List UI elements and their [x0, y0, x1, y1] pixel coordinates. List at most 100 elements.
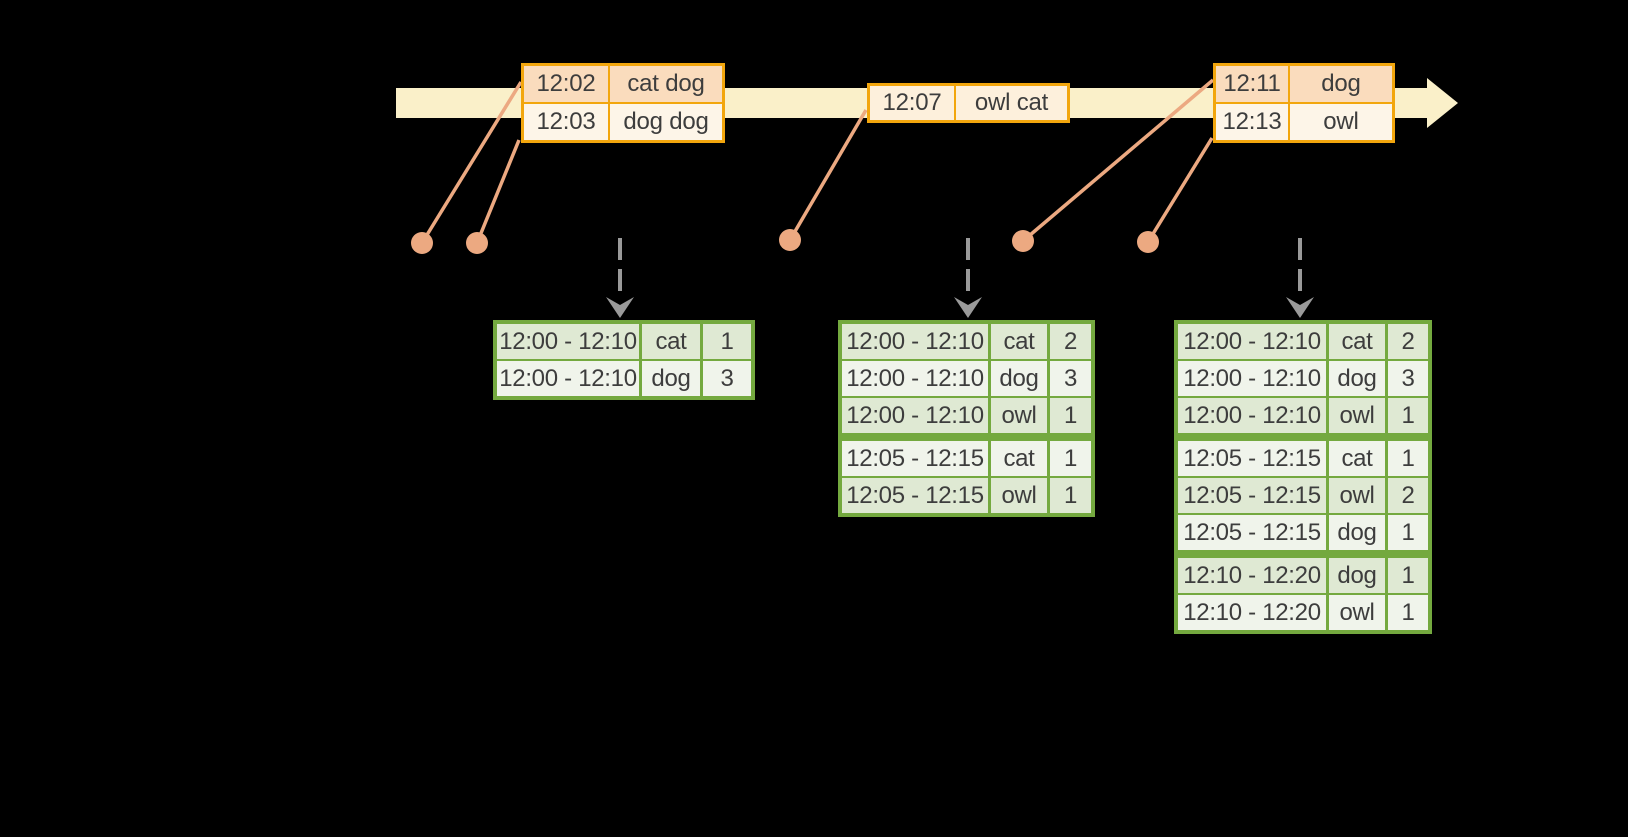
result-row: 12:10 - 12:20 owl 1 [1178, 595, 1428, 630]
event-words-cell: owl cat [956, 86, 1067, 120]
result-row: 12:00 - 12:10 dog 3 [497, 361, 751, 396]
connector-line [1021, 78, 1215, 243]
event-batch-table-3: 12:11 dog 12:13 owl [1213, 63, 1395, 143]
event-row: 12:02 cat dog [524, 66, 722, 102]
arrow-down-icon [1286, 297, 1314, 318]
window-cell: 12:00 - 12:10 [1178, 398, 1326, 433]
count-cell: 3 [1050, 361, 1091, 396]
result-row: 12:00 - 12:10 dog 3 [1178, 361, 1428, 396]
result-row: 12:00 - 12:10 owl 1 [842, 398, 1091, 433]
count-cell: 1 [1388, 595, 1428, 630]
window-cell: 12:00 - 12:10 [842, 324, 988, 359]
result-row: 12:05 - 12:15 cat 1 [842, 441, 1091, 476]
event-words-cell: dog dog [610, 104, 722, 140]
count-cell: 1 [703, 324, 751, 359]
result-table-2: 12:00 - 12:10 cat 2 12:00 - 12:10 dog 3 … [838, 320, 1095, 517]
result-table-3: 12:00 - 12:10 cat 2 12:00 - 12:10 dog 3 … [1174, 320, 1432, 634]
connector-line [788, 109, 868, 241]
event-row: 12:11 dog [1216, 66, 1392, 102]
window-cell: 12:00 - 12:10 [842, 361, 988, 396]
result-row: 12:10 - 12:20 dog 1 [1178, 558, 1428, 593]
count-cell: 3 [1388, 361, 1428, 396]
word-cell: dog [1329, 515, 1385, 550]
window-cell: 12:00 - 12:10 [497, 361, 639, 396]
window-cell: 12:05 - 12:15 [1178, 441, 1326, 476]
result-row: 12:05 - 12:15 dog 1 [1178, 515, 1428, 550]
trigger-arrowheads [606, 297, 1314, 318]
window-cell: 12:05 - 12:15 [1178, 515, 1326, 550]
result-row: 12:00 - 12:10 cat 2 [842, 324, 1091, 359]
count-cell: 2 [1388, 478, 1428, 513]
count-cell: 1 [1388, 441, 1428, 476]
connector-lines [420, 78, 1215, 244]
timeline-arrowhead-icon [1427, 78, 1458, 128]
result-row: 12:05 - 12:15 owl 2 [1178, 478, 1428, 513]
event-batch-table-1: 12:02 cat dog 12:03 dog dog [521, 63, 725, 143]
word-cell: cat [991, 441, 1047, 476]
count-cell: 1 [1388, 558, 1428, 593]
word-cell: owl [1329, 478, 1385, 513]
window-cell: 12:10 - 12:20 [1178, 558, 1326, 593]
connector-line [420, 81, 523, 244]
arrow-down-icon [606, 297, 634, 318]
word-cell: owl [991, 398, 1047, 433]
event-row: 12:03 dog dog [524, 104, 722, 140]
word-cell: dog [1329, 558, 1385, 593]
result-row: 12:00 - 12:10 cat 1 [497, 324, 751, 359]
count-cell: 1 [1388, 398, 1428, 433]
count-cell: 1 [1388, 515, 1428, 550]
window-cell: 12:05 - 12:15 [842, 441, 988, 476]
event-dot [411, 232, 433, 254]
connector-line [1146, 137, 1214, 243]
result-table-1: 12:00 - 12:10 cat 1 12:00 - 12:10 dog 3 [493, 320, 755, 400]
result-row: 12:00 - 12:10 owl 1 [1178, 398, 1428, 433]
event-dot [779, 229, 801, 251]
result-row: 12:00 - 12:10 cat 2 [1178, 324, 1428, 359]
event-time-cell: 12:11 [1216, 66, 1288, 102]
event-time-cell: 12:02 [524, 66, 608, 102]
event-dots [411, 229, 1159, 254]
count-cell: 3 [703, 361, 751, 396]
event-dot [1012, 230, 1034, 252]
word-cell: dog [642, 361, 700, 396]
word-cell: cat [1329, 324, 1385, 359]
result-row: 12:00 - 12:10 dog 3 [842, 361, 1091, 396]
arrow-down-icon [954, 297, 982, 318]
event-words-cell: cat dog [610, 66, 722, 102]
event-words-cell: dog [1290, 66, 1392, 102]
event-batch-table-2: 12:07 owl cat [867, 83, 1070, 123]
word-cell: cat [991, 324, 1047, 359]
event-dot [1137, 231, 1159, 253]
count-cell: 2 [1050, 324, 1091, 359]
word-cell: owl [1329, 398, 1385, 433]
event-time-cell: 12:07 [870, 86, 954, 120]
window-cell: 12:00 - 12:10 [842, 398, 988, 433]
window-cell: 12:05 - 12:15 [1178, 478, 1326, 513]
word-cell: dog [991, 361, 1047, 396]
count-cell: 1 [1050, 441, 1091, 476]
word-cell: cat [642, 324, 700, 359]
window-cell: 12:10 - 12:20 [1178, 595, 1326, 630]
word-cell: owl [991, 478, 1047, 513]
event-row: 12:13 owl [1216, 104, 1392, 140]
window-cell: 12:05 - 12:15 [842, 478, 988, 513]
event-row: 12:07 owl cat [870, 86, 1067, 120]
event-dot [466, 232, 488, 254]
word-cell: cat [1329, 441, 1385, 476]
result-row: 12:05 - 12:15 owl 1 [842, 478, 1091, 513]
window-cell: 12:00 - 12:10 [497, 324, 639, 359]
event-time-cell: 12:03 [524, 104, 608, 140]
trigger-arrows [618, 238, 1302, 300]
word-cell: owl [1329, 595, 1385, 630]
count-cell: 1 [1050, 478, 1091, 513]
count-cell: 2 [1388, 324, 1428, 359]
result-row: 12:05 - 12:15 cat 1 [1178, 441, 1428, 476]
window-cell: 12:00 - 12:10 [1178, 361, 1326, 396]
event-time-cell: 12:13 [1216, 104, 1288, 140]
window-cell: 12:00 - 12:10 [1178, 324, 1326, 359]
count-cell: 1 [1050, 398, 1091, 433]
connector-line [475, 139, 521, 244]
event-words-cell: owl [1290, 104, 1392, 140]
